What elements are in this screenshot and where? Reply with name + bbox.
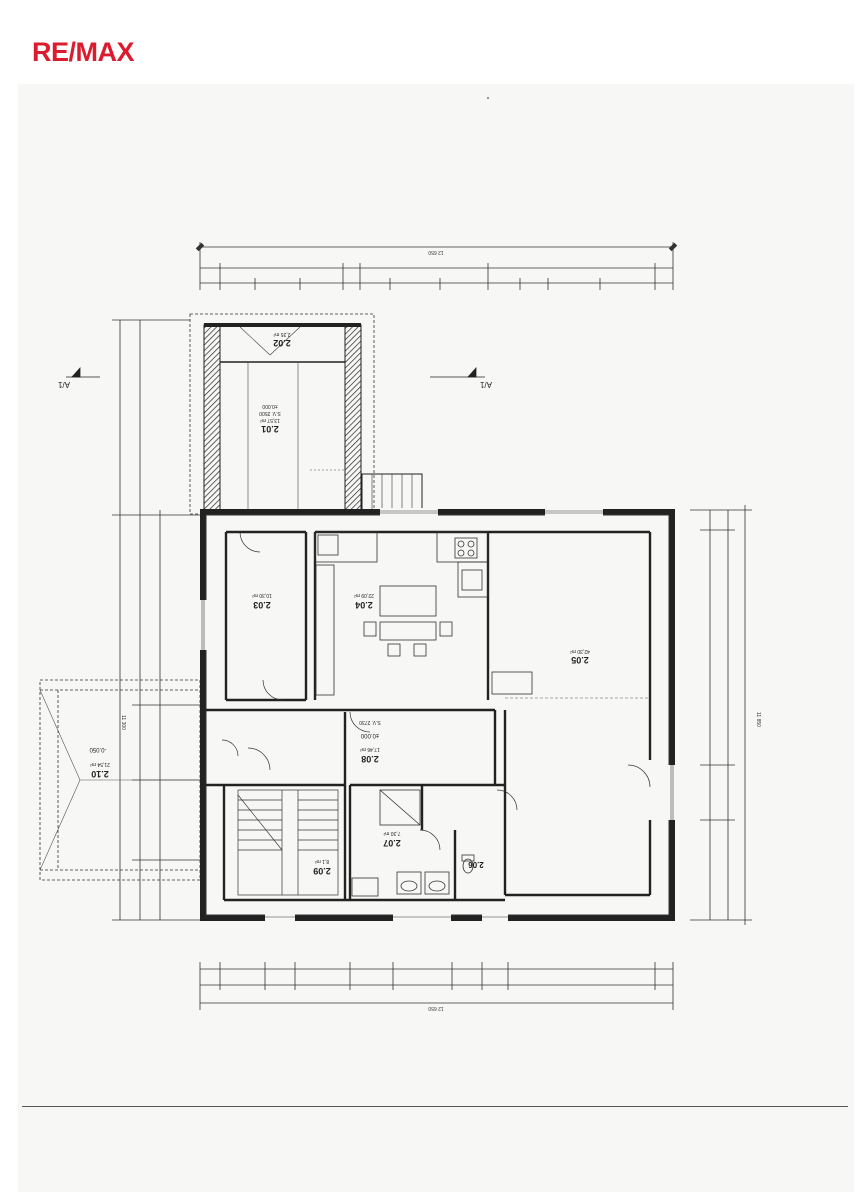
room-2-07-area: 7,30 m² xyxy=(383,830,400,836)
section-label-right: A/1 xyxy=(479,380,492,389)
interior-walls xyxy=(206,530,652,902)
exterior-walls xyxy=(200,509,675,921)
room-2-08-id: 2.08 xyxy=(361,754,379,764)
dimension-ticks-top xyxy=(195,242,678,252)
dimension-top-total: 12 650 xyxy=(428,249,444,255)
door-swings xyxy=(221,531,651,851)
dimension-left-total: 11 300 xyxy=(120,715,126,730)
paper-speck xyxy=(487,97,489,99)
room-2-04-area: 22,09 m² xyxy=(354,592,374,598)
room-2-08-level: ±0.000 xyxy=(360,732,379,738)
room-2-04-id: 2.04 xyxy=(355,600,373,610)
room-2-10-level: -0.050 xyxy=(89,746,107,752)
room-2-08-area: 17,46 m² xyxy=(360,746,380,752)
dimension-bottom-total: 12 650 xyxy=(428,1005,444,1011)
sheet-bottom-rule xyxy=(22,1106,848,1107)
vestibule-wall-top xyxy=(204,323,361,327)
room-2-10-area: 21,54 m² xyxy=(90,761,110,767)
staircase xyxy=(237,789,339,896)
bathroom-fixtures xyxy=(351,789,475,897)
room-2-05-area: 42,30 m² xyxy=(570,648,590,654)
room-2-03-id: 2.03 xyxy=(253,600,271,610)
remax-logo: RE/MAX xyxy=(32,37,135,67)
dimension-lines-top xyxy=(199,242,674,290)
wall-openings xyxy=(199,508,676,922)
terrace-roof-lines xyxy=(39,689,200,871)
room-2-01-note: S.V. 2500 xyxy=(259,410,281,416)
dimension-lines-bottom xyxy=(199,962,674,1010)
room-2-08-note: S.V. 2730 xyxy=(359,719,381,725)
section-label-left: A/1 xyxy=(57,380,70,389)
dimension-lines-left xyxy=(112,319,200,921)
room-2-06-id: 2.06 xyxy=(468,860,484,869)
room-2-01-area: 13,57 m² xyxy=(260,417,280,423)
room-2-01-level: ±0.000 xyxy=(262,403,277,409)
room-2-09-area: 8,1 m² xyxy=(315,858,330,864)
room-labels: 2.02 2,35 m² 2.01 13,57 m² S.V. 2500 ±0.… xyxy=(89,331,590,876)
kitchen-fixtures xyxy=(314,531,489,696)
dining-table xyxy=(363,585,453,657)
room-2-02-id: 2.02 xyxy=(273,338,291,348)
dimension-right-total: 11 850 xyxy=(755,712,761,727)
room-2-10-id: 2.10 xyxy=(91,769,109,779)
room-2-05-id: 2.05 xyxy=(571,655,589,665)
exterior-wall-inner xyxy=(205,514,670,916)
living-sideboard xyxy=(491,671,533,695)
dimension-lines-right xyxy=(690,505,752,925)
room-2-07-id: 2.07 xyxy=(383,838,401,848)
vestibule-wall-right xyxy=(344,324,362,516)
vestibule-wall-left xyxy=(203,324,221,516)
room-2-01-id: 2.01 xyxy=(261,424,279,434)
section-mark-left xyxy=(66,366,100,378)
window-lines xyxy=(201,510,674,918)
room-2-09-id: 2.09 xyxy=(313,866,331,876)
section-mark-right xyxy=(430,366,485,378)
room-2-03-area: 10,30 m² xyxy=(252,592,272,598)
room-2-02-area: 2,35 m² xyxy=(273,331,290,337)
